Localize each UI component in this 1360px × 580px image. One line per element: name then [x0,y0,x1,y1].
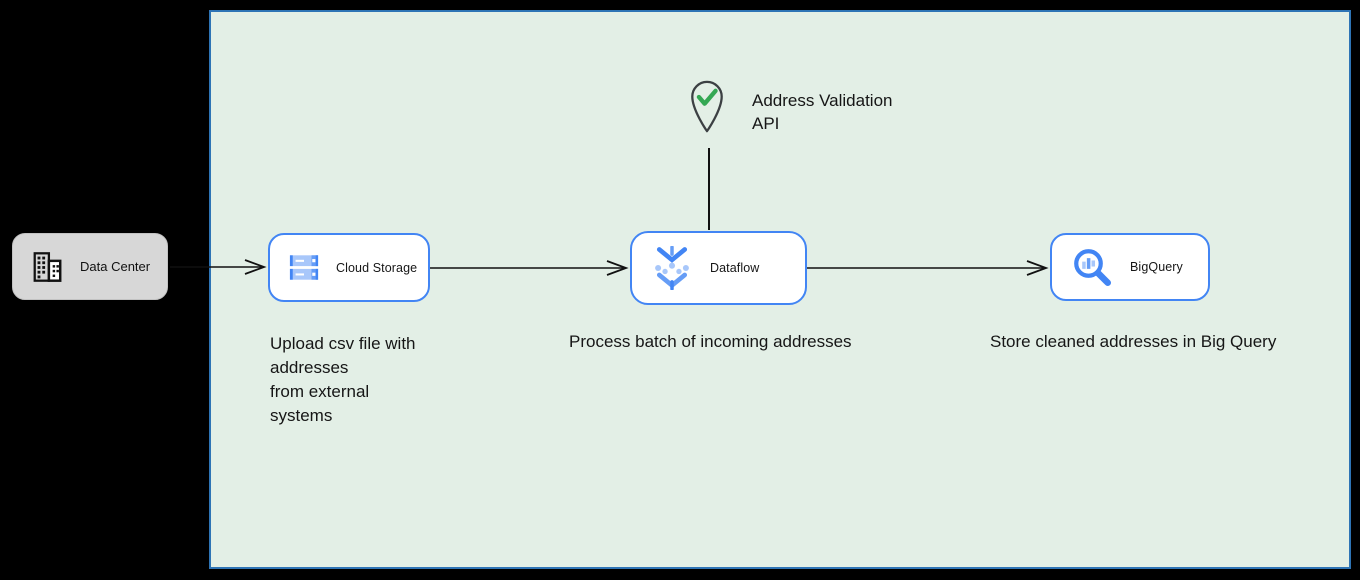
node-data-center[interactable]: Data Center [12,233,168,300]
node-cloud-storage[interactable]: Cloud Storage [268,233,430,302]
node-label: Cloud Storage [336,260,418,275]
bigquery-icon [1071,246,1113,288]
description-bigquery: Store cleaned addresses in Big Query [990,332,1277,351]
annotation-address-validation-api: Address Validation API [752,91,893,133]
cloud-storage-icon [289,254,319,281]
node-label: Data Center [80,259,151,274]
node-label: Dataflow [710,261,760,275]
dataflow-icon [651,246,693,290]
description-cloud-storage: Upload csv file with addresses from exte… [270,334,416,425]
description-dataflow: Process batch of incoming addresses [569,332,852,351]
node-bigquery[interactable]: BigQuery [1050,233,1210,301]
node-label: BigQuery [1130,260,1183,274]
node-dataflow[interactable]: Dataflow [630,231,807,305]
building-icon [30,250,64,284]
map-pin-check-icon [688,79,726,134]
